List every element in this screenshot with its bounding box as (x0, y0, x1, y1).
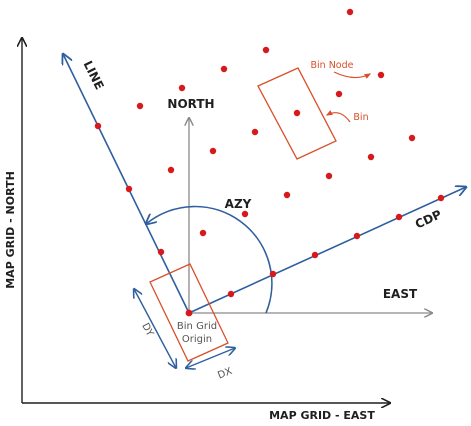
north-label: NORTH (167, 97, 214, 111)
bin-node-pointer-icon (333, 71, 372, 79)
map-grid-east-label: MAP GRID - EAST (269, 409, 375, 422)
grid-node (209, 147, 217, 155)
grid-node (136, 102, 144, 110)
grid-node (335, 90, 343, 98)
grid-node (325, 172, 333, 180)
line-label: LINE (81, 59, 107, 92)
dx-dimension-arrow (186, 348, 235, 368)
grid-node (353, 232, 361, 240)
grid-node (395, 213, 403, 221)
azy-label: AZY (225, 197, 252, 211)
grid-node (251, 128, 259, 136)
bin-pointer-icon (325, 110, 351, 123)
grid-node (293, 109, 301, 117)
grid-node (94, 122, 102, 130)
line-axis (63, 54, 190, 314)
grid-node (269, 270, 277, 278)
grid-node (157, 248, 165, 256)
dy-dimension-arrow (134, 289, 176, 368)
bin-grid-origin-label-line1: Bin Grid (177, 321, 217, 332)
map-grid-north-label: MAP GRID - NORTH (4, 171, 17, 289)
dx-label: DX (216, 366, 234, 382)
bin-grid-origin-label-line2: Origin (182, 334, 212, 345)
azy-arc (146, 205, 273, 314)
grid-node (367, 153, 375, 161)
grid-node (227, 290, 235, 298)
grid-node (241, 210, 249, 218)
grid-node (220, 65, 228, 73)
grid-node (437, 194, 445, 202)
grid-nodes (94, 8, 445, 317)
cdp-axis (188, 187, 466, 314)
grid-node (346, 8, 354, 16)
bin-label: Bin (353, 112, 368, 123)
grid-node (311, 251, 319, 259)
grid-node (199, 229, 207, 237)
grid-node (408, 134, 416, 142)
grid-node (283, 191, 291, 199)
bin-node-label: Bin Node (311, 60, 354, 71)
grid-node (262, 46, 270, 54)
grid-node (178, 84, 186, 92)
cdp-label: CDP (413, 207, 444, 231)
east-label: EAST (383, 287, 418, 301)
grid-origin-node (185, 309, 193, 317)
grid-node (377, 71, 385, 79)
bin-box (257, 67, 337, 160)
grid-node (125, 185, 133, 193)
grid-node (167, 166, 175, 174)
